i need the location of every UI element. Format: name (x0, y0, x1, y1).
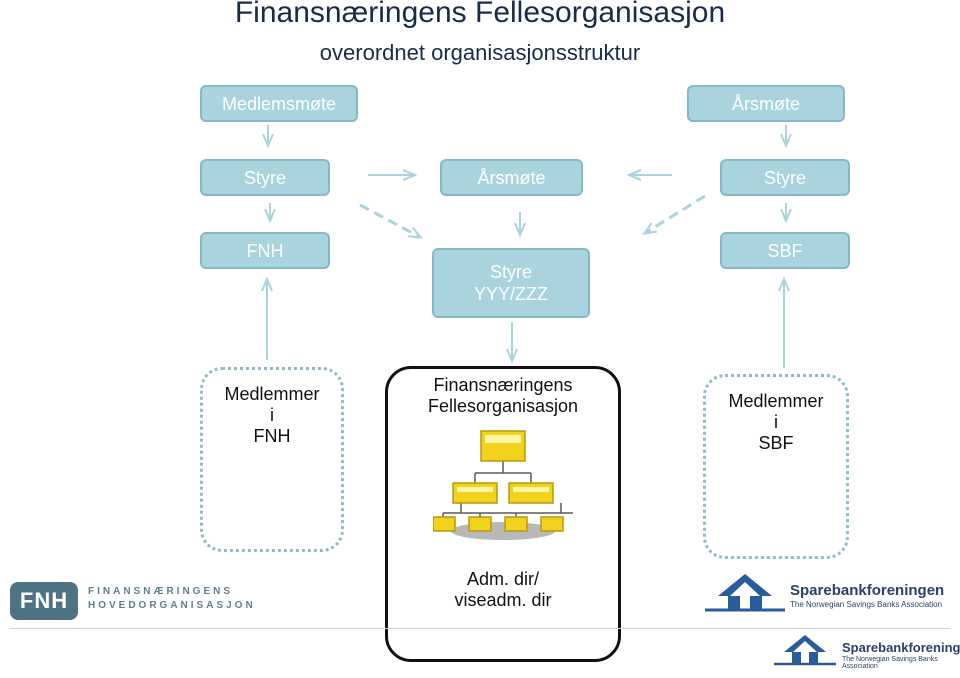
members-sbf-line2: i (774, 412, 778, 432)
arsmote-right-label: Årsmøte (731, 93, 800, 114)
fnh-logo-text: FINANSNÆRINGENS HOVEDORGANISASJON (88, 585, 256, 613)
dashed-arrow-right (645, 194, 706, 233)
fo-title-line1: Finansnæringens (433, 375, 573, 395)
arsmote-right-box: Årsmøte (687, 85, 845, 122)
members-sbf-line3: SBF (758, 433, 794, 453)
styre-center-label: Styre (489, 262, 532, 282)
members-fnh-line1: Medlemmer (224, 384, 320, 404)
sbf-label: SBF (767, 240, 803, 261)
arsmote-center-label: Årsmøte (477, 167, 546, 188)
sbf-logo-name: Sparebankforeningen (790, 582, 945, 599)
fnh-logo-line2: HOVEDORGANISASJON (88, 600, 256, 611)
fnh-logo-mark: FNH (10, 582, 78, 620)
medlemsmote-box: Medlemsmøte (200, 85, 358, 122)
sbf-logo-tagline-small: The Norwegian Savings Banks Association (842, 656, 938, 670)
sbf-logo-tagline: The Norwegian Savings Banks Association (790, 600, 943, 609)
medlemsmote-label: Medlemsmøte (221, 93, 337, 114)
members-fnh-line3: FNH (253, 426, 291, 446)
sbf-box: SBF (720, 232, 850, 269)
styre-left-box: Styre (200, 159, 330, 196)
fellesorganisasjon-pane: Finansnæringens Fellesorganisasjon (385, 366, 621, 662)
arsmote-center-box: Årsmøte (440, 159, 583, 196)
sbf-logo-icon (705, 574, 785, 612)
styre-center-box: Styre YYY/ZZZ (432, 248, 590, 318)
styre-right-label: Styre (763, 167, 806, 188)
members-fnh-line2: i (270, 405, 274, 425)
fnh-logo-line1: FINANSNÆRINGENS (88, 586, 234, 597)
page-subtitle: overordnet organisasjonsstruktur (319, 40, 641, 65)
fo-adm-line2: viseadm. dir (454, 590, 552, 610)
styre-center-sublabel: YYY/ZZZ (473, 284, 548, 304)
styre-right-box: Styre (720, 159, 850, 196)
page-title: Finansnæringens Fellesorganisasjon (234, 0, 726, 29)
fnh-label: FNH (246, 240, 284, 261)
members-sbf-line1: Medlemmer (728, 391, 824, 411)
members-sbf-pane: Medlemmer i SBF (703, 374, 849, 559)
fnh-box: FNH (200, 232, 330, 269)
sbf-logo-icon-small (774, 635, 836, 666)
members-fnh-pane: Medlemmer i FNH (200, 367, 344, 552)
fo-adm-line1: Adm. dir/ (466, 569, 540, 589)
styre-left-label: Styre (243, 167, 286, 188)
sbf-logo-name-small: Sparebankforeningen (842, 640, 960, 655)
footer-divider (10, 628, 950, 629)
dashed-arrow-left (359, 203, 420, 237)
fo-title-line2: Fellesorganisasjon (427, 396, 579, 416)
org-chart-icon (433, 430, 573, 540)
